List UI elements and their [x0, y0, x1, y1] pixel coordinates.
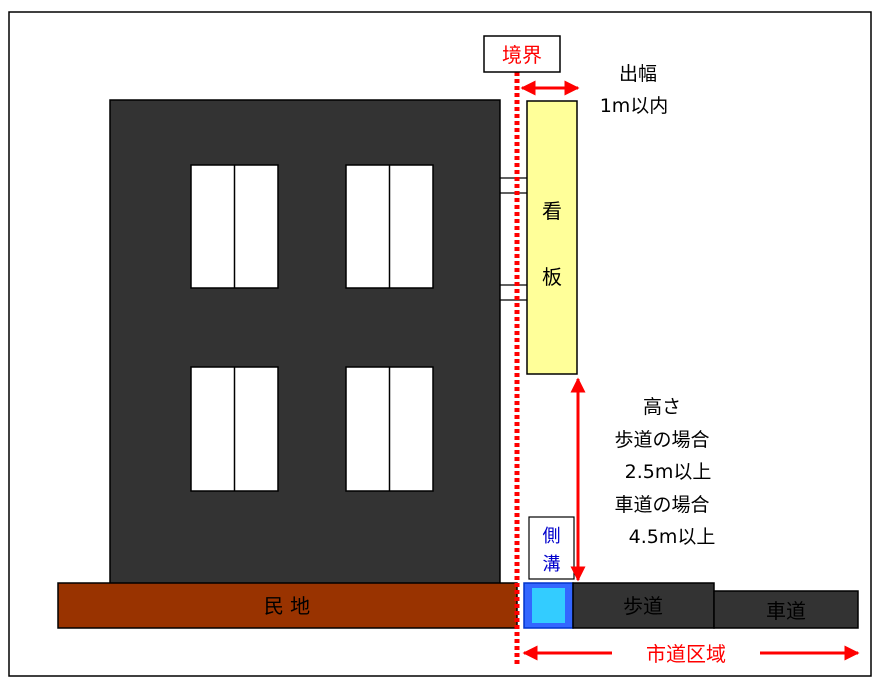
boundary-label: 境界 — [483, 35, 561, 73]
sidewalk: 歩道 — [572, 582, 715, 629]
building-body — [109, 99, 501, 587]
signboard: 看 板 — [526, 100, 578, 375]
height-title: 高さ — [643, 396, 681, 418]
boundary-label-text: 境界 — [502, 43, 542, 67]
sidewalk-label: 歩道 — [623, 594, 663, 618]
height-requirements: 高さ 歩道の場合 2.5m以上 車道の場合 4.5m以上 — [614, 396, 715, 548]
window-bottom-left — [190, 366, 279, 492]
building — [109, 99, 501, 587]
sidewalk-height: 2.5m以上 — [625, 461, 712, 483]
signboard-body — [526, 100, 578, 375]
roadway-case: 車道の場合 — [614, 494, 709, 516]
roadway-label: 車道 — [766, 599, 806, 623]
city-road-area-label: 市道区域 — [646, 642, 726, 666]
window-bottom-right — [345, 366, 434, 492]
private-land: 民 地 — [57, 582, 518, 629]
sign-brackets — [500, 177, 527, 301]
window-top-right — [345, 164, 434, 289]
overhang-limit: 1m以内 — [600, 95, 669, 117]
gutter-water — [532, 588, 565, 623]
window-top-left — [190, 164, 279, 289]
private-land-label: 民 地 — [264, 594, 310, 618]
signboard-label-bottom: 板 — [542, 265, 562, 289]
roadway: 車道 — [713, 590, 859, 629]
signboard-label-top: 看 — [542, 199, 562, 223]
gutter-label-top: 側 — [543, 526, 561, 547]
gutter-label-box — [528, 516, 575, 580]
overhang-title: 出幅 — [619, 63, 657, 85]
gutter: 側 溝 — [523, 516, 575, 629]
gutter-label-bottom: 溝 — [543, 554, 561, 575]
roadway-height: 4.5m以上 — [629, 526, 716, 548]
sidewalk-case: 歩道の場合 — [614, 429, 709, 451]
